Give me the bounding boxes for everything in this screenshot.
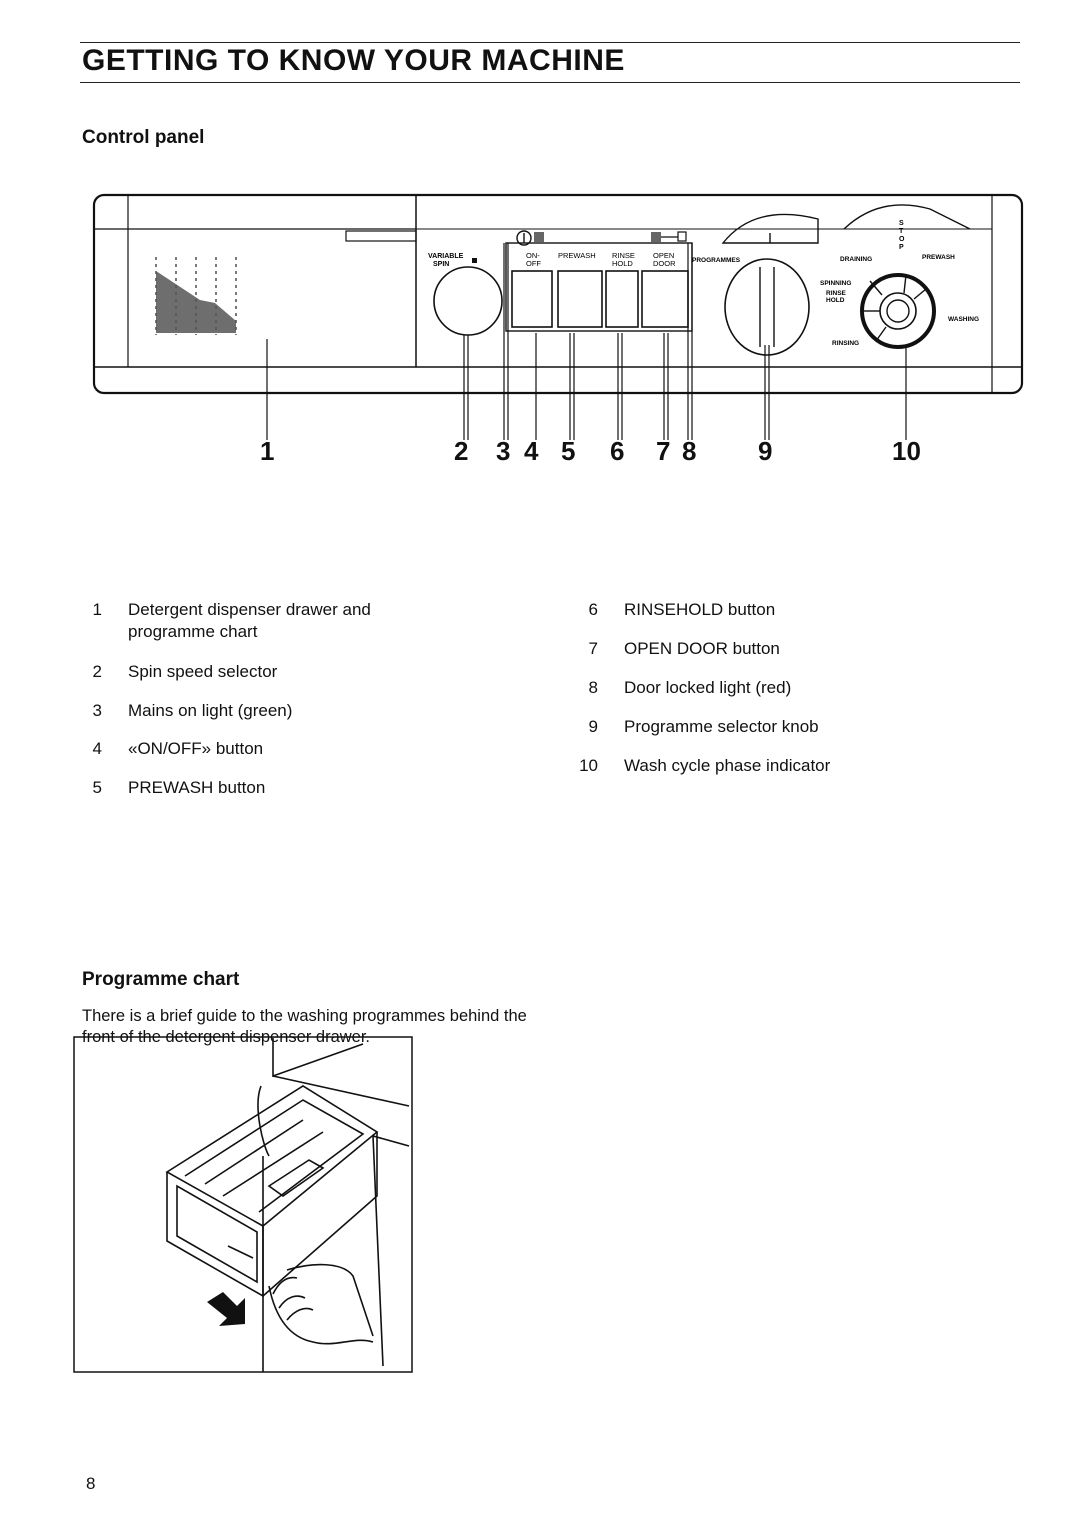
- on-indicator: [534, 232, 544, 242]
- illustration-frame: [73, 1036, 413, 1373]
- title-rule-bottom: [80, 82, 1020, 83]
- programme-selector-knob: [724, 258, 810, 356]
- prewash-button: [557, 270, 603, 328]
- dispenser-drawer-illustration: [73, 1036, 413, 1373]
- callout-6: 6: [610, 436, 624, 466]
- svg-text:T: T: [899, 228, 904, 235]
- svg-text:DRAINING: DRAINING: [840, 256, 872, 263]
- phase-arch: [843, 204, 971, 230]
- callout-5: 5: [561, 436, 575, 466]
- spin-speed-dial: [433, 266, 503, 336]
- svg-text:RINSE: RINSE: [612, 251, 635, 260]
- svg-text:PREWASH: PREWASH: [558, 251, 596, 260]
- callout-4: 4: [524, 436, 539, 466]
- drawer-top: [165, 1085, 379, 1227]
- callout-3: 3: [496, 436, 510, 466]
- svg-text:RINSING: RINSING: [832, 340, 859, 347]
- detergent-compartment: [267, 1159, 325, 1197]
- svg-text:OPEN: OPEN: [653, 251, 674, 260]
- pull-arrow-icon: [207, 1292, 245, 1326]
- title-rule-top: [80, 42, 1020, 43]
- svg-text:P: P: [899, 244, 904, 251]
- control-panel-heading: Control panel: [82, 127, 205, 148]
- page-title: GETTING TO KNOW YOUR MACHINE: [82, 44, 625, 77]
- callout-1: 1: [260, 436, 274, 466]
- control-panel-illustration: VARIABLE SPIN ON- OFF PREWASH RINSE HOLD…: [92, 193, 1024, 466]
- svg-text:O: O: [899, 236, 905, 243]
- svg-text:PROGRAMMES: PROGRAMMES: [692, 257, 741, 264]
- programme-chart-heading: Programme chart: [82, 969, 240, 990]
- svg-text:HOLD: HOLD: [826, 297, 845, 304]
- on-off-button: [511, 270, 553, 328]
- callout-leaders: [266, 243, 907, 440]
- page-number: 8: [86, 1474, 96, 1493]
- svg-text:S: S: [899, 220, 904, 227]
- drawer-shading: [156, 271, 236, 333]
- svg-text:HOLD: HOLD: [612, 259, 633, 268]
- open-door-button: [641, 270, 689, 328]
- panel-outline: [92, 193, 1024, 395]
- svg-text:SPINNING: SPINNING: [820, 280, 851, 287]
- rinse-hold-button: [605, 270, 639, 328]
- svg-text:RINSE: RINSE: [826, 290, 847, 297]
- programme-window: [721, 213, 819, 244]
- callout-8: 8: [682, 436, 696, 466]
- callout-7: 7: [656, 436, 670, 466]
- svg-text:WASHING: WASHING: [948, 316, 979, 323]
- svg-text:DOOR: DOOR: [653, 259, 676, 268]
- door-locked-light: [651, 232, 661, 242]
- phase-indicator-ring: [860, 273, 936, 349]
- callout-10: 10: [892, 436, 921, 466]
- svg-text:PREWASH: PREWASH: [922, 254, 955, 261]
- callout-2: 2: [454, 436, 468, 466]
- svg-text:OFF: OFF: [526, 259, 541, 268]
- mains-light: [516, 230, 532, 246]
- svg-text:ON-: ON-: [526, 251, 540, 260]
- svg-text:SPIN: SPIN: [433, 261, 449, 268]
- svg-text:VARIABLE: VARIABLE: [428, 253, 464, 260]
- callout-9: 9: [758, 436, 772, 466]
